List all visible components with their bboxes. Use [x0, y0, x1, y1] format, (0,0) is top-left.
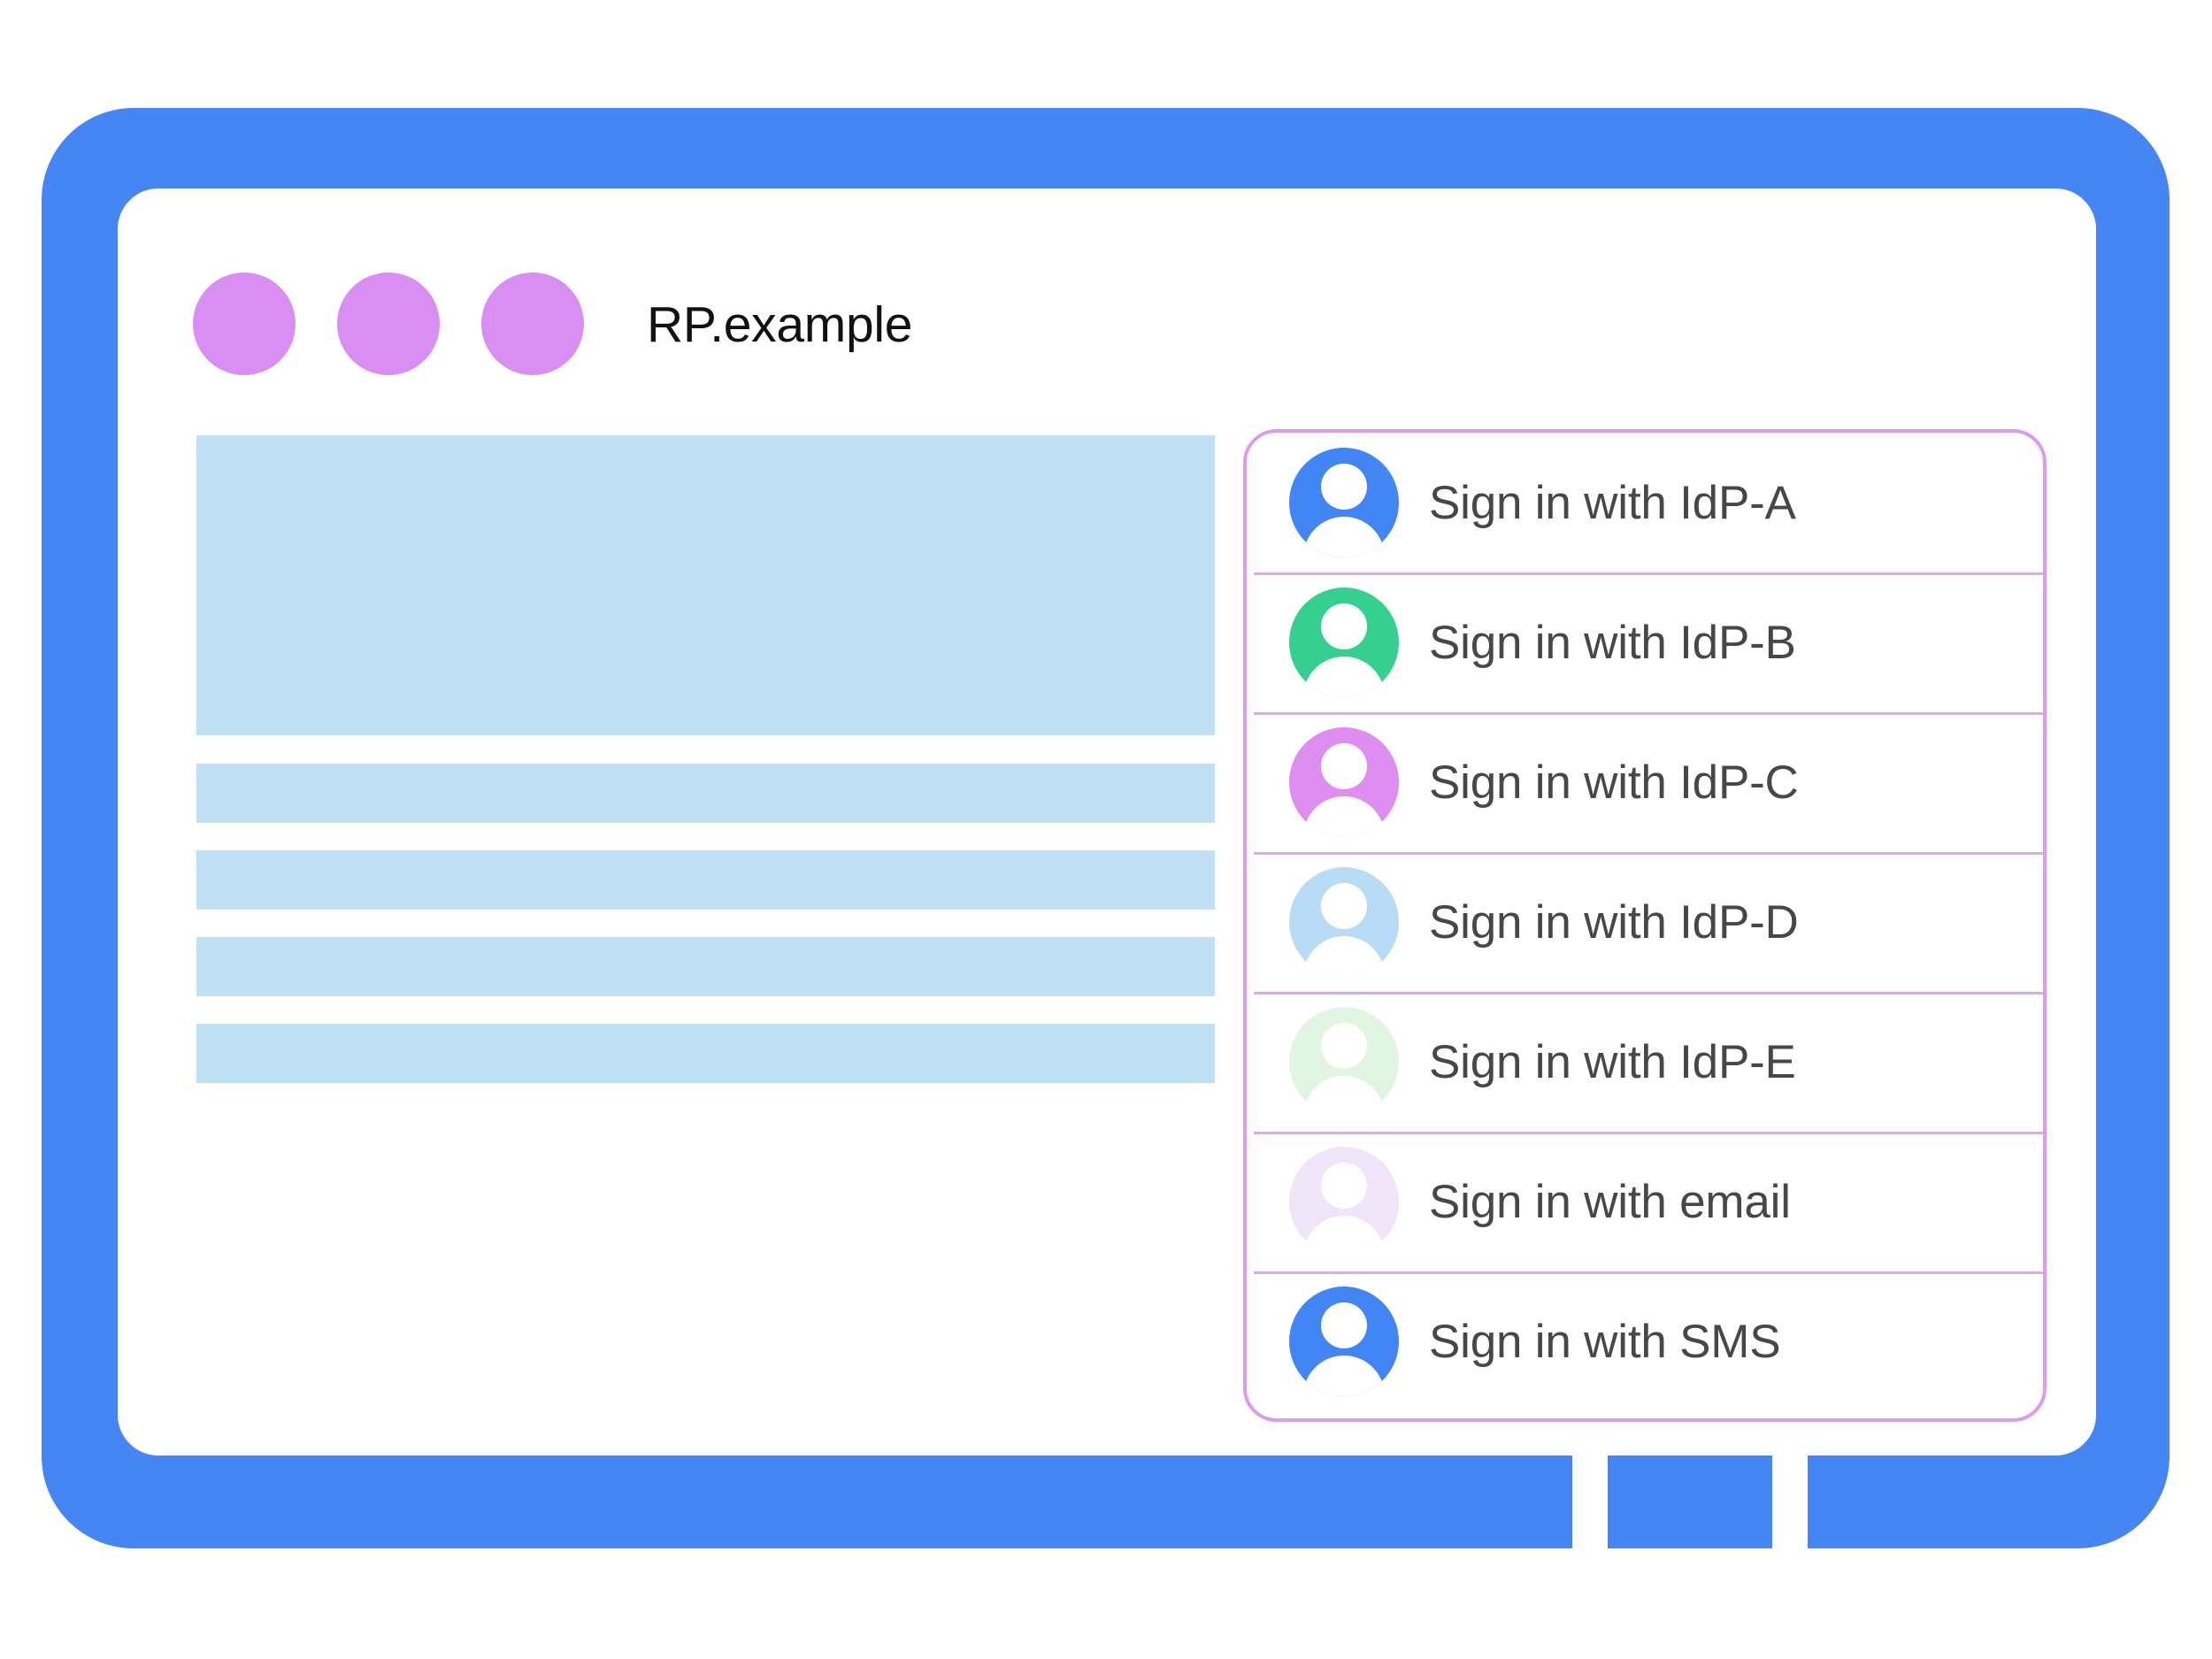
signin-option-label: Sign in with IdP-B — [1429, 616, 1796, 669]
signin-option-label: Sign in with IdP-C — [1429, 756, 1799, 809]
avatar-head — [1321, 743, 1367, 789]
signin-option-label: Sign in with SMS — [1429, 1315, 1781, 1368]
person-avatar-icon — [1289, 867, 1399, 977]
signin-option-idp-a[interactable]: Sign in with IdP-A — [1247, 433, 2043, 572]
browser-window: RP.example Sign in with IdP-A — [118, 188, 2096, 1455]
avatar-head — [1321, 464, 1367, 510]
avatar-body — [1303, 657, 1385, 697]
signin-option-label: Sign in with IdP-D — [1429, 895, 1799, 949]
avatar-head — [1321, 1023, 1367, 1069]
avatar-body — [1303, 517, 1385, 557]
page-title: RP.example — [647, 296, 913, 353]
avatar-body — [1303, 1356, 1385, 1396]
hero-block — [196, 435, 1215, 735]
signin-option-label: Sign in with IdP-A — [1429, 476, 1796, 529]
account-chooser-panel: Sign in with IdP-A Sign in with IdP-B Si… — [1243, 429, 2047, 1422]
avatar-head — [1321, 1163, 1367, 1209]
signin-option-label: Sign in with IdP-E — [1429, 1035, 1796, 1088]
signin-option-label: Sign in with email — [1429, 1175, 1791, 1228]
window-dot-minimize-icon[interactable] — [337, 273, 440, 375]
avatar-head — [1321, 1302, 1367, 1348]
window-dot-maximize-icon[interactable] — [481, 273, 584, 375]
person-avatar-icon — [1289, 727, 1399, 837]
text-bar-1 — [196, 764, 1215, 823]
bezel-gap-left — [1572, 1455, 1608, 1549]
avatar-head — [1321, 603, 1367, 649]
person-avatar-icon — [1289, 448, 1399, 557]
page-content-placeholders — [196, 435, 1215, 1110]
text-bar-2 — [196, 850, 1215, 910]
person-avatar-icon — [1289, 1147, 1399, 1256]
avatar-body — [1303, 936, 1385, 977]
avatar-body — [1303, 1076, 1385, 1117]
avatar-head — [1321, 883, 1367, 929]
signin-option-idp-c[interactable]: Sign in with IdP-C — [1247, 712, 2043, 852]
signin-option-idp-b[interactable]: Sign in with IdP-B — [1247, 572, 2043, 712]
signin-option-email[interactable]: Sign in with email — [1247, 1132, 2043, 1271]
person-avatar-icon — [1289, 1007, 1399, 1117]
text-bar-4 — [196, 1024, 1215, 1083]
person-avatar-icon — [1289, 1286, 1399, 1396]
avatar-body — [1303, 1216, 1385, 1256]
avatar-body — [1303, 796, 1385, 837]
signin-option-idp-e[interactable]: Sign in with IdP-E — [1247, 992, 2043, 1132]
signin-option-idp-d[interactable]: Sign in with IdP-D — [1247, 852, 2043, 992]
signin-option-sms[interactable]: Sign in with SMS — [1247, 1271, 2043, 1411]
text-bar-3 — [196, 937, 1215, 996]
browser-titlebar: RP.example — [118, 188, 2096, 375]
window-dot-close-icon[interactable] — [193, 273, 296, 375]
bezel-gap-right — [1772, 1455, 1808, 1549]
person-avatar-icon — [1289, 588, 1399, 697]
